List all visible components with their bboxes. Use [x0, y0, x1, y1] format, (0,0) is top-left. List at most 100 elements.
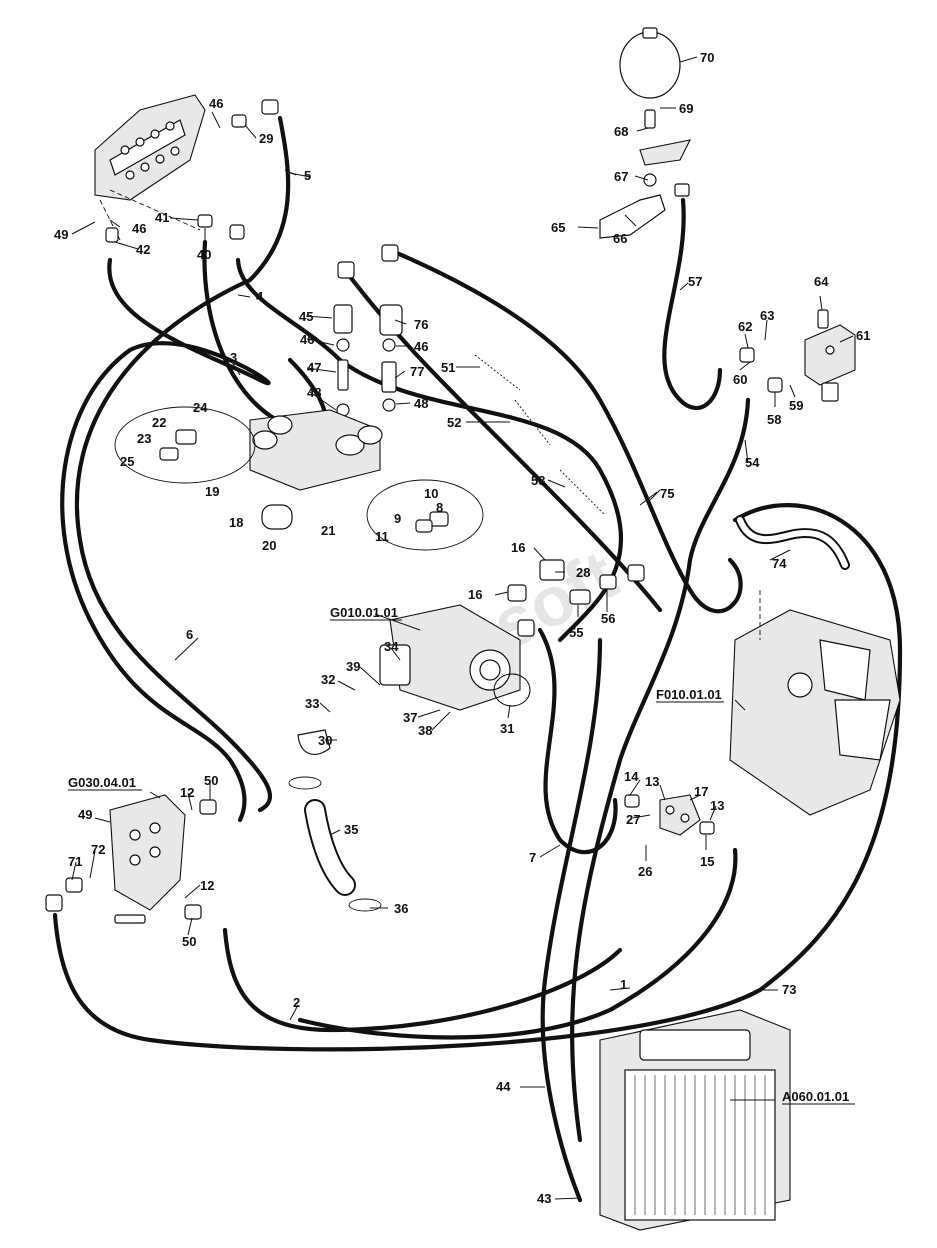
part-label: 40 — [197, 247, 211, 262]
spring-guard-53 — [559, 469, 606, 516]
part-label: 24 — [193, 400, 208, 415]
part-label: 30 — [318, 733, 332, 748]
part-label: 60 — [733, 372, 747, 387]
part-label: 12 — [200, 878, 214, 893]
part-label: 42 — [136, 242, 150, 257]
hydraulic-pump — [379, 604, 531, 711]
part-label: 52 — [447, 415, 461, 430]
part-label: 5 — [304, 168, 311, 183]
part-label: 12 — [180, 785, 194, 800]
spring-guards — [474, 354, 606, 516]
detail-callout-right — [366, 479, 484, 551]
part-label: 23 — [137, 431, 151, 446]
hose-6 — [60, 257, 271, 823]
elbow-30 — [297, 729, 331, 756]
hose-75 — [387, 247, 743, 614]
part-label: 54 — [745, 455, 760, 470]
hose-7 — [537, 627, 618, 855]
spring-guard-52 — [514, 399, 551, 446]
part-label: 68 — [614, 124, 628, 139]
part-label: 37 — [403, 710, 417, 725]
part-label: 49 — [54, 227, 68, 242]
part-label: 38 — [418, 723, 432, 738]
part-label: 7 — [529, 850, 536, 865]
ref-underlines — [68, 619, 855, 1105]
fitting-58 — [767, 377, 783, 393]
hose-5 — [74, 115, 291, 813]
part-label: 56 — [601, 611, 615, 626]
part-label: 1 — [620, 977, 627, 992]
part-label: 45 — [299, 309, 313, 324]
clamp-34-top — [288, 776, 322, 790]
part-label: 2 — [293, 995, 300, 1010]
fitting-42 — [105, 227, 119, 243]
fitting-29 — [231, 114, 247, 128]
part-label: 46 — [300, 332, 314, 347]
part-label: 39 — [346, 659, 360, 674]
part-label: 31 — [500, 721, 514, 736]
components — [45, 27, 901, 1231]
detail-callout-left — [114, 406, 256, 484]
part-label: 75 — [660, 486, 674, 501]
part-label: 62 — [738, 319, 752, 334]
pipe-74-inner — [737, 517, 848, 568]
part-label: 50 — [182, 934, 196, 949]
fitting-hose5-end — [261, 99, 279, 115]
part-label: 25 — [120, 454, 134, 469]
part-label: 18 — [229, 515, 243, 530]
part-label: 16 — [468, 587, 482, 602]
control-valve-top — [94, 94, 206, 241]
part-label: 70 — [700, 50, 714, 65]
hose-4 — [235, 257, 623, 643]
part-label: 72 — [91, 842, 105, 857]
fitting-hose4-end — [229, 224, 245, 240]
part-labels: 1 2 3 4 5 6 7 8 9 10 11 12 12 13 13 14 1… — [54, 50, 870, 1206]
valve-body-center — [249, 409, 383, 530]
spring-guard-51 — [474, 354, 521, 391]
part-label: 61 — [856, 328, 870, 343]
part-9 — [415, 519, 433, 533]
hose-1 — [297, 847, 738, 1040]
accumulator-70 — [599, 27, 691, 239]
hose-54 — [570, 397, 751, 1143]
part-label: 74 — [772, 556, 787, 571]
hose-57 — [662, 197, 723, 411]
part-label: 73 — [782, 982, 796, 997]
part-label: 48 — [307, 385, 321, 400]
hose-end-left-lower — [45, 894, 63, 912]
hose-35-inner — [306, 801, 354, 894]
part-label: 20 — [262, 538, 276, 553]
part-label: 35 — [344, 822, 358, 837]
part-label: 51 — [441, 360, 455, 375]
assembly-ref-valve: G030.04.01 — [68, 775, 136, 790]
valve-block-61 — [804, 309, 856, 402]
part-label: 28 — [576, 565, 590, 580]
part-label: 66 — [613, 231, 627, 246]
elbow-top-76 — [381, 244, 399, 262]
part-label: 58 — [767, 412, 781, 427]
part-label: 29 — [259, 131, 273, 146]
part-label: 69 — [679, 101, 693, 116]
fitting-40 — [197, 214, 213, 228]
part-label: 71 — [68, 854, 82, 869]
part-label: 34 — [384, 639, 399, 654]
assembly-ref-radiator: A060.01.01 — [782, 1089, 849, 1104]
cab-frame-assembly — [729, 590, 901, 816]
part-label: 57 — [688, 274, 702, 289]
part-label: 47 — [307, 360, 321, 375]
part-label: 22 — [152, 415, 166, 430]
part-label: 8 — [436, 500, 443, 515]
part-8 — [429, 511, 449, 527]
part-label: 50 — [204, 773, 218, 788]
fitting-15 — [699, 821, 715, 835]
part-label: 53 — [531, 473, 545, 488]
fitting-14 — [624, 794, 640, 808]
part-label: 10 — [424, 486, 438, 501]
part-label: 4 — [256, 289, 264, 304]
part-label: 46 — [209, 96, 223, 111]
part-label: 67 — [614, 169, 628, 184]
part-label: 64 — [814, 274, 829, 289]
part-label: 9 — [394, 511, 401, 526]
clamp-36 — [348, 898, 382, 912]
part-label: 15 — [700, 854, 714, 869]
